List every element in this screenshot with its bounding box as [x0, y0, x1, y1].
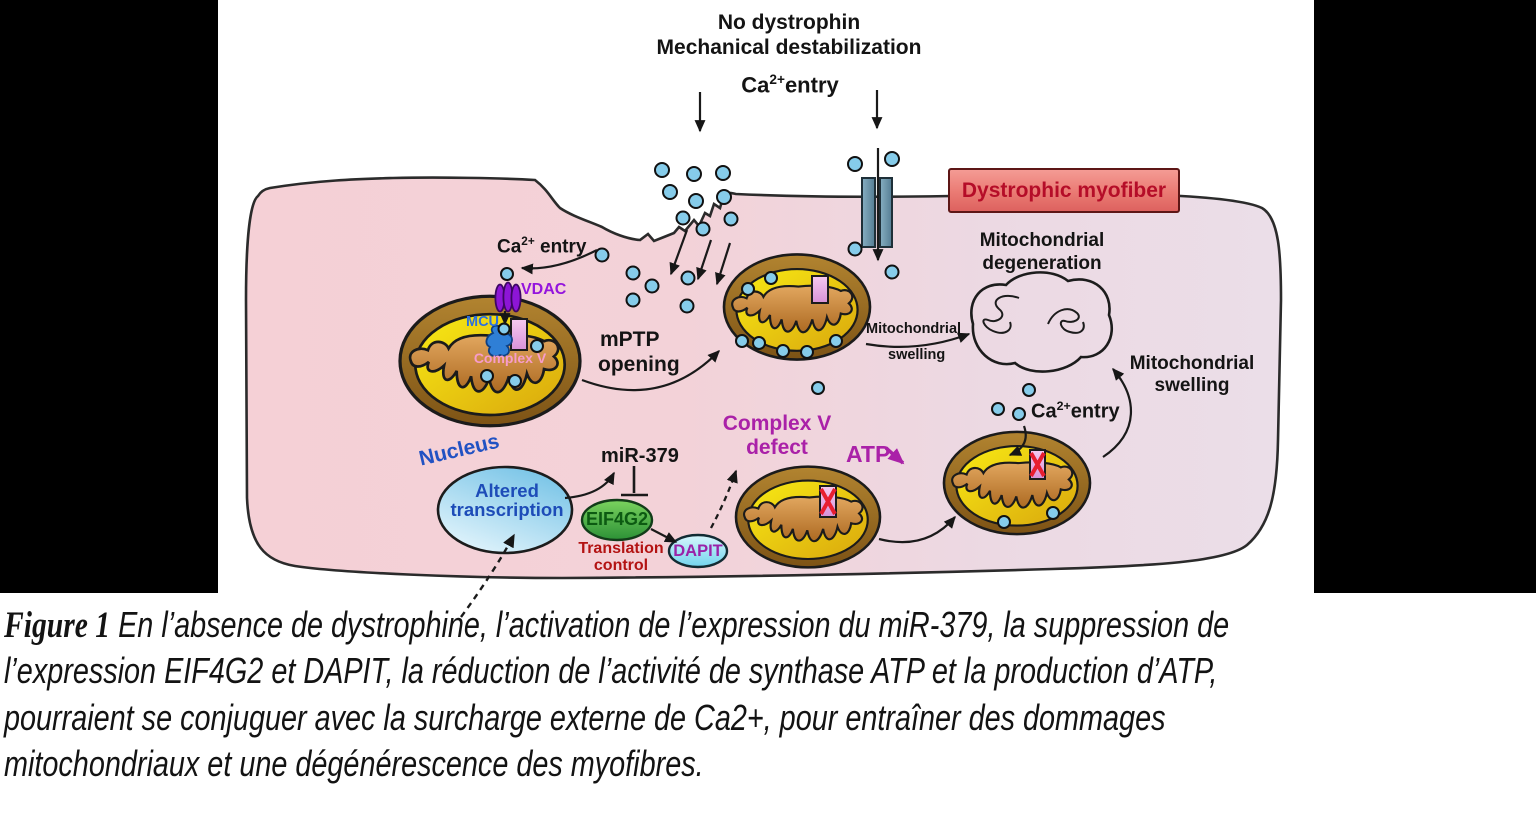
eif4g2-shape	[580, 498, 654, 542]
figure-number-label: Figure 1	[4, 605, 111, 646]
left-black-border	[0, 0, 218, 593]
caption-line-1: Figure 1 En l’absence de dystrophine, l’…	[4, 604, 1230, 646]
caption-line-2: l’expression EIF4G2 et DAPIT, la réducti…	[4, 650, 1218, 691]
arrow-eif4g2-to-dapit	[650, 528, 678, 543]
label-complex-v: Complex V	[473, 350, 547, 366]
label-ca-entry-left: Ca2+ entry	[497, 235, 587, 258]
label-mechanical-destabilization: Mechanical destabilization	[656, 36, 922, 59]
label-complex-v-defect-line1: Complex V	[722, 412, 832, 435]
label-altered-line1: Altered	[475, 480, 539, 501]
dashed-arrow-dapit-complexv	[709, 469, 738, 529]
arrow-gap-entry-1	[669, 229, 689, 276]
label-swelling-right-line1: Mitochondrial	[1129, 353, 1255, 374]
arrow-mptp-opening	[581, 350, 720, 392]
label-atp: ATP	[846, 441, 891, 467]
arrows	[460, 90, 1133, 618]
defect-x-icon	[819, 488, 837, 515]
mitochondrion-ca-overload-right	[942, 430, 1092, 536]
label-mptp-line2: opening	[598, 353, 680, 376]
label-mcu: MCU	[466, 314, 500, 330]
label-swelling-mid-line2: swelling	[888, 347, 946, 363]
dystrophic-myofiber-badge: Dystrophic myofiber	[948, 168, 1180, 213]
label-mir379: miR-379	[601, 445, 679, 467]
right-black-border	[1314, 0, 1536, 593]
caption-line-3: pourraient se conjuguer avec la surcharg…	[4, 697, 1166, 738]
label-complex-v-defect-line2: defect	[746, 436, 808, 459]
arrow-mito-to-mito	[878, 515, 956, 544]
atp-decrease-arrow	[884, 446, 905, 465]
mitochondrion-healthy-left	[398, 294, 582, 428]
label-degeneration-line1: Mitochondrial	[979, 230, 1105, 251]
arrow-ca-entry-right	[1008, 425, 1027, 457]
label-ca-entry-top: Ca2+entry	[741, 72, 839, 98]
vdac-channel-icon	[494, 281, 522, 313]
mitochondrion-degenerated	[970, 271, 1114, 373]
label-mptp-line1: mPTP	[600, 328, 660, 351]
label-translation-line1: Translation	[578, 540, 664, 557]
ca-ions	[480, 151, 1060, 529]
calcium-channel-icon	[861, 177, 893, 248]
dapit-shape	[667, 533, 729, 569]
label-eif4g2: EIF4G2	[585, 509, 649, 529]
arrow-gap-entry-2	[696, 239, 713, 281]
caption-line-4: mitochondriaux et une dégénérescence des…	[4, 743, 704, 784]
arrow-swelling-right	[1102, 367, 1133, 458]
label-translation-line2: control	[593, 557, 649, 574]
arrow-ca-entry-left	[520, 249, 598, 275]
label-dapit: DAPIT	[673, 542, 723, 560]
label-vdac: VDAC	[521, 281, 567, 298]
arrow-swelling-mid	[865, 332, 971, 348]
mitochondrion-complex-v-defect	[734, 465, 882, 569]
inhibition-bar-mir-eif4g2	[621, 466, 648, 497]
mitochondrion-swollen-middle	[722, 253, 872, 361]
label-no-dystrophin: No dystrophin	[717, 11, 861, 34]
label-swelling-mid-line1: Mitochondrial	[866, 321, 962, 337]
arrow-gap-entry-3	[715, 242, 732, 286]
label-ca-entry-right: Ca2+entry	[1031, 399, 1120, 423]
label-swelling-right-line2: swelling	[1154, 375, 1230, 396]
defect-x-icon	[1029, 452, 1046, 477]
arrow-nucleus-to-mir	[564, 471, 615, 500]
dashed-arrow-to-nucleus	[460, 533, 516, 618]
label-altered-line2: transcription	[450, 499, 564, 520]
label-degeneration-line2: degeneration	[982, 253, 1102, 274]
